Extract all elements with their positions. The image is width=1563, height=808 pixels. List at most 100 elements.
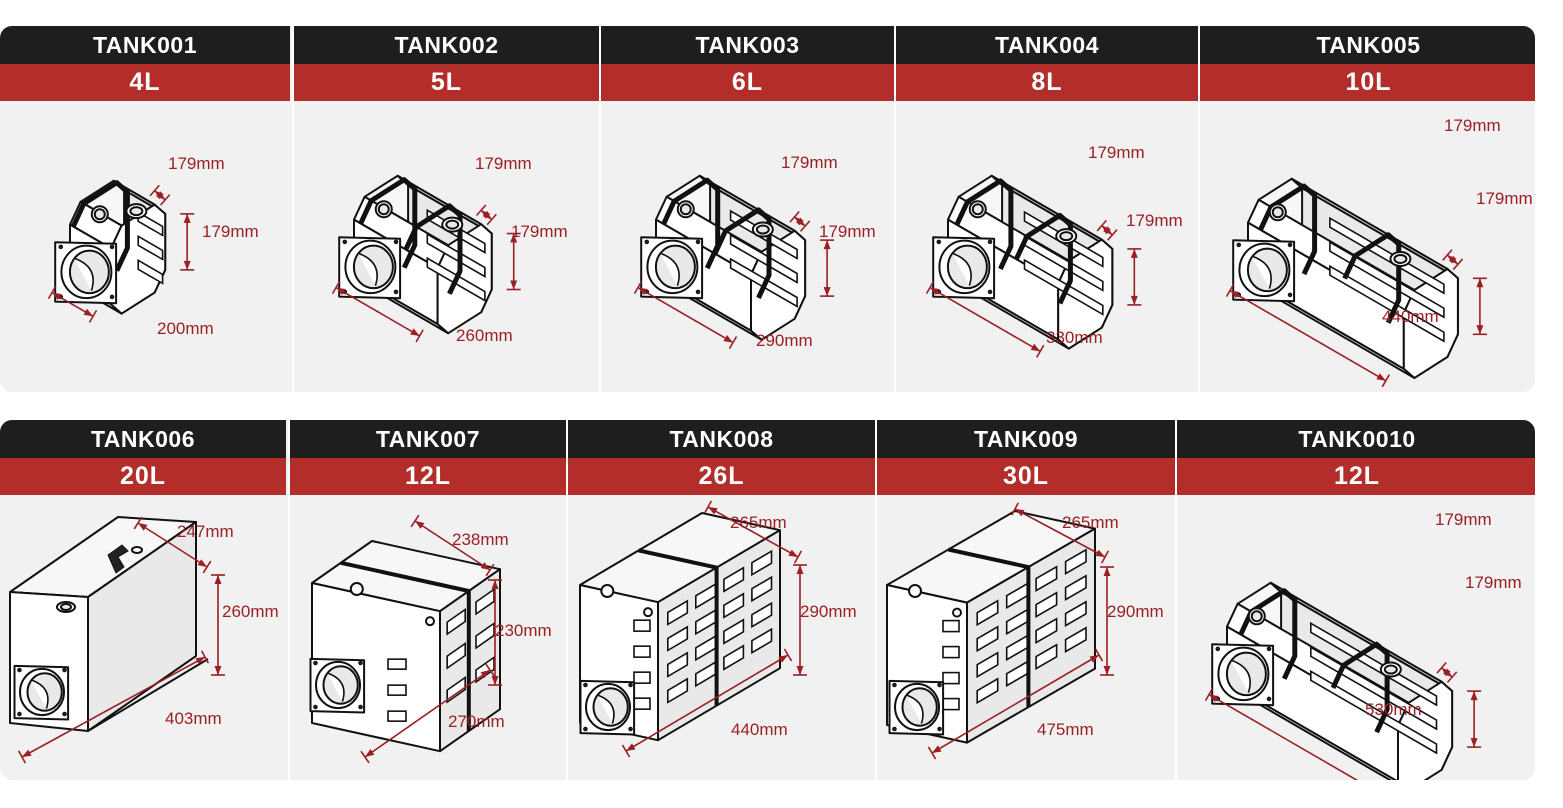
tank-svg <box>633 174 835 350</box>
dim-length: 290mm <box>756 331 813 350</box>
tank-svg <box>1225 177 1487 388</box>
tank-code: TANK009 <box>877 420 1175 458</box>
dimension-arrow-icon <box>820 239 835 297</box>
tank-svg <box>886 502 1114 760</box>
flange-port-icon <box>1232 239 1296 303</box>
dimension-arrow-icon <box>621 648 793 758</box>
dim-depth: 179mm <box>168 154 225 173</box>
flange-port-icon <box>13 664 70 721</box>
dim-length: 200mm <box>157 319 214 338</box>
tank-code: TANK005 <box>1200 26 1535 64</box>
dim-height: 179mm <box>202 222 259 241</box>
dimension-arrow-icon <box>149 184 171 206</box>
hydraulic-tank-icon <box>1247 177 1459 379</box>
tank-volume: 26L <box>568 458 875 495</box>
dim-height: 179mm <box>511 222 568 241</box>
flange-port-icon <box>640 236 704 300</box>
dim-length: 475mm <box>1037 720 1094 739</box>
tank-svg <box>309 514 502 764</box>
dim-length: 270mm <box>448 712 505 731</box>
flange-port-icon <box>888 679 945 736</box>
tank-volume: 5L <box>294 64 599 101</box>
tank-volume: 4L <box>0 64 290 101</box>
dimension-arrow-icon <box>793 564 807 676</box>
hydraulic-tank-icon <box>655 174 807 341</box>
tank-drawing: 403mm 247mm 260mm <box>0 495 286 780</box>
dim-depth: 265mm <box>730 513 787 532</box>
tank-svg <box>1204 581 1482 780</box>
tank-drawing: 530mm 179mm 179mm <box>1177 495 1535 780</box>
tank-code: TANK007 <box>290 420 566 458</box>
tank-drawing: 270mm 238mm 230mm <box>290 495 566 780</box>
dim-length: 403mm <box>165 709 222 728</box>
dimension-arrow-icon <box>1096 219 1118 241</box>
dim-depth: 238mm <box>452 530 509 549</box>
dimension-arrow-icon <box>488 579 502 686</box>
dimension-arrow-icon <box>475 204 497 226</box>
tank-code: TANK002 <box>294 26 599 64</box>
tank-volume: 20L <box>0 458 286 495</box>
tank-svg <box>579 500 807 758</box>
dim-length: 440mm <box>1382 307 1439 326</box>
dim-depth: 247mm <box>177 522 234 541</box>
flange-port-icon <box>1211 643 1275 707</box>
tank-volume: 6L <box>601 64 894 101</box>
dim-height: 179mm <box>819 222 876 241</box>
dim-height: 230mm <box>495 621 552 640</box>
dimension-arrow-icon <box>1442 249 1464 271</box>
tank-drawing: 440mm 265mm 290mm <box>568 495 875 780</box>
dimension-arrow-icon <box>1436 662 1458 683</box>
dim-height: 179mm <box>1126 211 1183 230</box>
tank-svg <box>9 516 225 764</box>
dim-height: 290mm <box>800 602 857 621</box>
tank-svg <box>331 174 521 343</box>
tank-code: TANK004 <box>896 26 1198 64</box>
tank-volume: 10L <box>1200 64 1535 101</box>
dim-depth: 179mm <box>475 154 532 173</box>
dimension-arrow-icon <box>180 213 195 271</box>
dim-height: 179mm <box>1465 573 1522 592</box>
dimension-arrow-icon <box>506 232 521 291</box>
dimension-arrow-icon <box>927 648 1104 760</box>
dim-depth: 265mm <box>1062 513 1119 532</box>
dimension-arrow-icon <box>133 516 212 574</box>
dim-depth: 179mm <box>1435 510 1492 529</box>
tank-volume: 30L <box>877 458 1175 495</box>
dimension-arrow-icon <box>1011 502 1109 564</box>
dim-length: 530mm <box>1365 700 1422 719</box>
tank-volume: 8L <box>896 64 1198 101</box>
dim-height: 179mm <box>1476 189 1533 208</box>
tank-code: TANK008 <box>568 420 875 458</box>
tank-volume: 12L <box>290 458 566 495</box>
dim-depth: 179mm <box>1444 116 1501 135</box>
dimension-arrow-icon <box>633 281 738 350</box>
dimension-arrow-icon <box>47 286 98 323</box>
dimension-arrow-icon <box>789 211 811 232</box>
dimension-arrow-icon <box>1204 688 1359 780</box>
dimension-arrow-icon <box>1127 248 1142 306</box>
flange-port-icon <box>579 679 636 736</box>
dimension-arrow-icon <box>703 500 803 564</box>
flange-port-icon <box>932 236 996 300</box>
dimension-arrow-icon <box>1225 284 1390 388</box>
dimension-arrow-icon <box>360 663 495 764</box>
tank-code: TANK001 <box>0 26 290 64</box>
dim-height: 260mm <box>222 602 279 621</box>
dimension-arrow-icon <box>1467 690 1482 748</box>
dim-length: 440mm <box>731 720 788 739</box>
dimension-arrow-icon <box>1472 277 1487 336</box>
tank-drawing: 200mm 179mm 179mm <box>0 101 290 392</box>
